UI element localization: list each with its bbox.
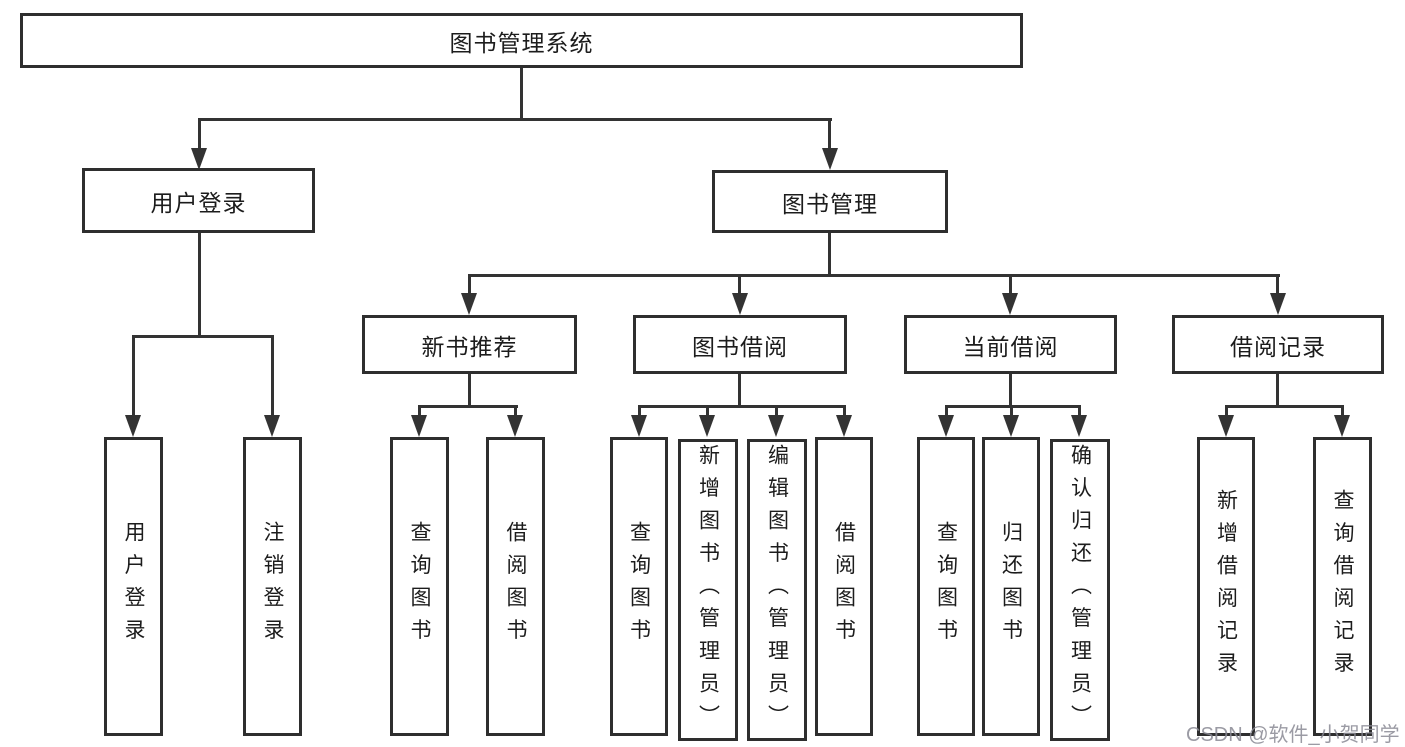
connector-line — [738, 277, 741, 293]
arrow-down-icon — [1071, 415, 1087, 437]
connector-line — [775, 408, 778, 415]
arrow-down-icon — [732, 293, 748, 315]
arrow-down-icon — [125, 415, 141, 437]
connector-line — [1225, 405, 1344, 408]
arrow-down-icon — [507, 415, 523, 437]
leaf-label: 注销登录 — [261, 521, 284, 652]
arrow-down-icon — [1270, 293, 1286, 315]
leaf-label: 借阅图书 — [504, 521, 527, 652]
arrow-down-icon — [699, 415, 715, 437]
connector-line — [828, 120, 831, 148]
arrow-down-icon — [631, 415, 647, 437]
node-label: 图书管理 — [782, 190, 878, 217]
connector-line — [418, 408, 421, 415]
arrow-down-icon — [822, 148, 838, 170]
connector-line — [198, 233, 201, 337]
connector-line — [1225, 408, 1228, 415]
node-label: 新书推荐 — [421, 333, 518, 360]
leaf-label: 用户登录 — [122, 521, 145, 652]
leaf-edit-book-admin: 编辑图书（管理员） — [747, 439, 807, 741]
connector-line — [468, 374, 471, 407]
connector-line — [1276, 374, 1279, 407]
leaf-query-books-recommend: 查询图书 — [390, 437, 449, 736]
connector-line — [1276, 277, 1279, 293]
leaf-label: 查询借阅记录 — [1331, 488, 1354, 685]
connector-line — [1009, 374, 1012, 407]
connector-line — [638, 405, 846, 408]
connector-line — [198, 120, 201, 148]
arrow-down-icon — [411, 415, 427, 437]
connector-line — [132, 335, 274, 338]
connector-line — [1341, 408, 1344, 415]
connector-line — [468, 277, 471, 293]
connector-line — [945, 405, 1081, 408]
leaf-user-login: 用户登录 — [104, 437, 163, 736]
connector-line — [706, 408, 709, 415]
node-book-borrowing: 图书借阅 — [633, 315, 847, 374]
leaf-return-books: 归还图书 — [982, 437, 1040, 736]
node-label: 图书管理系统 — [449, 29, 594, 56]
connector-line — [520, 68, 523, 120]
leaf-label: 归还图书 — [999, 521, 1023, 652]
connector-line — [514, 408, 517, 415]
node-label: 用户登录 — [150, 189, 247, 216]
connector-line — [843, 408, 846, 415]
leaf-borrow-books: 借阅图书 — [815, 437, 873, 736]
connector-line — [198, 118, 832, 121]
arrow-down-icon — [938, 415, 954, 437]
connector-line — [1010, 408, 1013, 415]
arrow-down-icon — [1218, 415, 1234, 437]
connector-line — [638, 408, 641, 415]
leaf-label: 新增借阅记录 — [1214, 488, 1238, 685]
node-new-book-recommendation: 新书推荐 — [362, 315, 577, 374]
leaf-confirm-return-admin: 确认归还（管理员） — [1050, 439, 1110, 741]
leaf-query-books-current: 查询图书 — [917, 437, 975, 736]
leaf-query-books-borrowing: 查询图书 — [610, 437, 668, 736]
node-borrowing-records: 借阅记录 — [1172, 315, 1384, 374]
leaf-logout: 注销登录 — [243, 437, 302, 736]
arrow-down-icon — [1002, 293, 1018, 315]
arrow-down-icon — [1003, 415, 1019, 437]
node-user-login: 用户登录 — [82, 168, 315, 233]
leaf-add-borrow-record: 新增借阅记录 — [1197, 437, 1255, 736]
node-label: 当前借阅 — [962, 333, 1059, 360]
leaf-add-book-admin: 新增图书（管理员） — [678, 439, 738, 741]
connector-line — [828, 233, 831, 276]
leaf-label: 借阅图书 — [832, 521, 856, 652]
node-library-management-system: 图书管理系统 — [20, 13, 1023, 68]
arrow-down-icon — [1334, 415, 1350, 437]
leaf-label: 查询图书 — [627, 521, 651, 652]
connector-line — [945, 408, 948, 415]
arrow-down-icon — [836, 415, 852, 437]
connector-line — [1009, 277, 1012, 293]
connector-line — [1078, 408, 1081, 415]
leaf-query-borrow-record: 查询借阅记录 — [1313, 437, 1372, 736]
connector-line — [468, 274, 1280, 277]
connector-line — [738, 374, 741, 407]
arrow-down-icon — [768, 415, 784, 437]
node-label: 图书借阅 — [692, 333, 788, 360]
arrow-down-icon — [461, 293, 477, 315]
connector-line — [271, 338, 274, 415]
node-current-borrowing: 当前借阅 — [904, 315, 1117, 374]
leaf-label: 查询图书 — [408, 521, 431, 652]
leaf-label: 确认归还（管理员） — [1068, 443, 1092, 737]
csdn-watermark: CSDN @软件_小贺同学 — [1186, 724, 1400, 746]
connector-line — [418, 405, 518, 408]
node-book-management: 图书管理 — [712, 170, 948, 233]
leaf-label: 新增图书（管理员） — [696, 443, 720, 737]
node-label: 借阅记录 — [1230, 333, 1326, 360]
arrow-down-icon — [264, 415, 280, 437]
leaf-borrow-books-recommend: 借阅图书 — [486, 437, 545, 736]
leaf-label: 编辑图书（管理员） — [765, 443, 789, 737]
connector-line — [132, 338, 135, 415]
arrow-down-icon — [191, 148, 207, 170]
leaf-label: 查询图书 — [934, 521, 958, 652]
